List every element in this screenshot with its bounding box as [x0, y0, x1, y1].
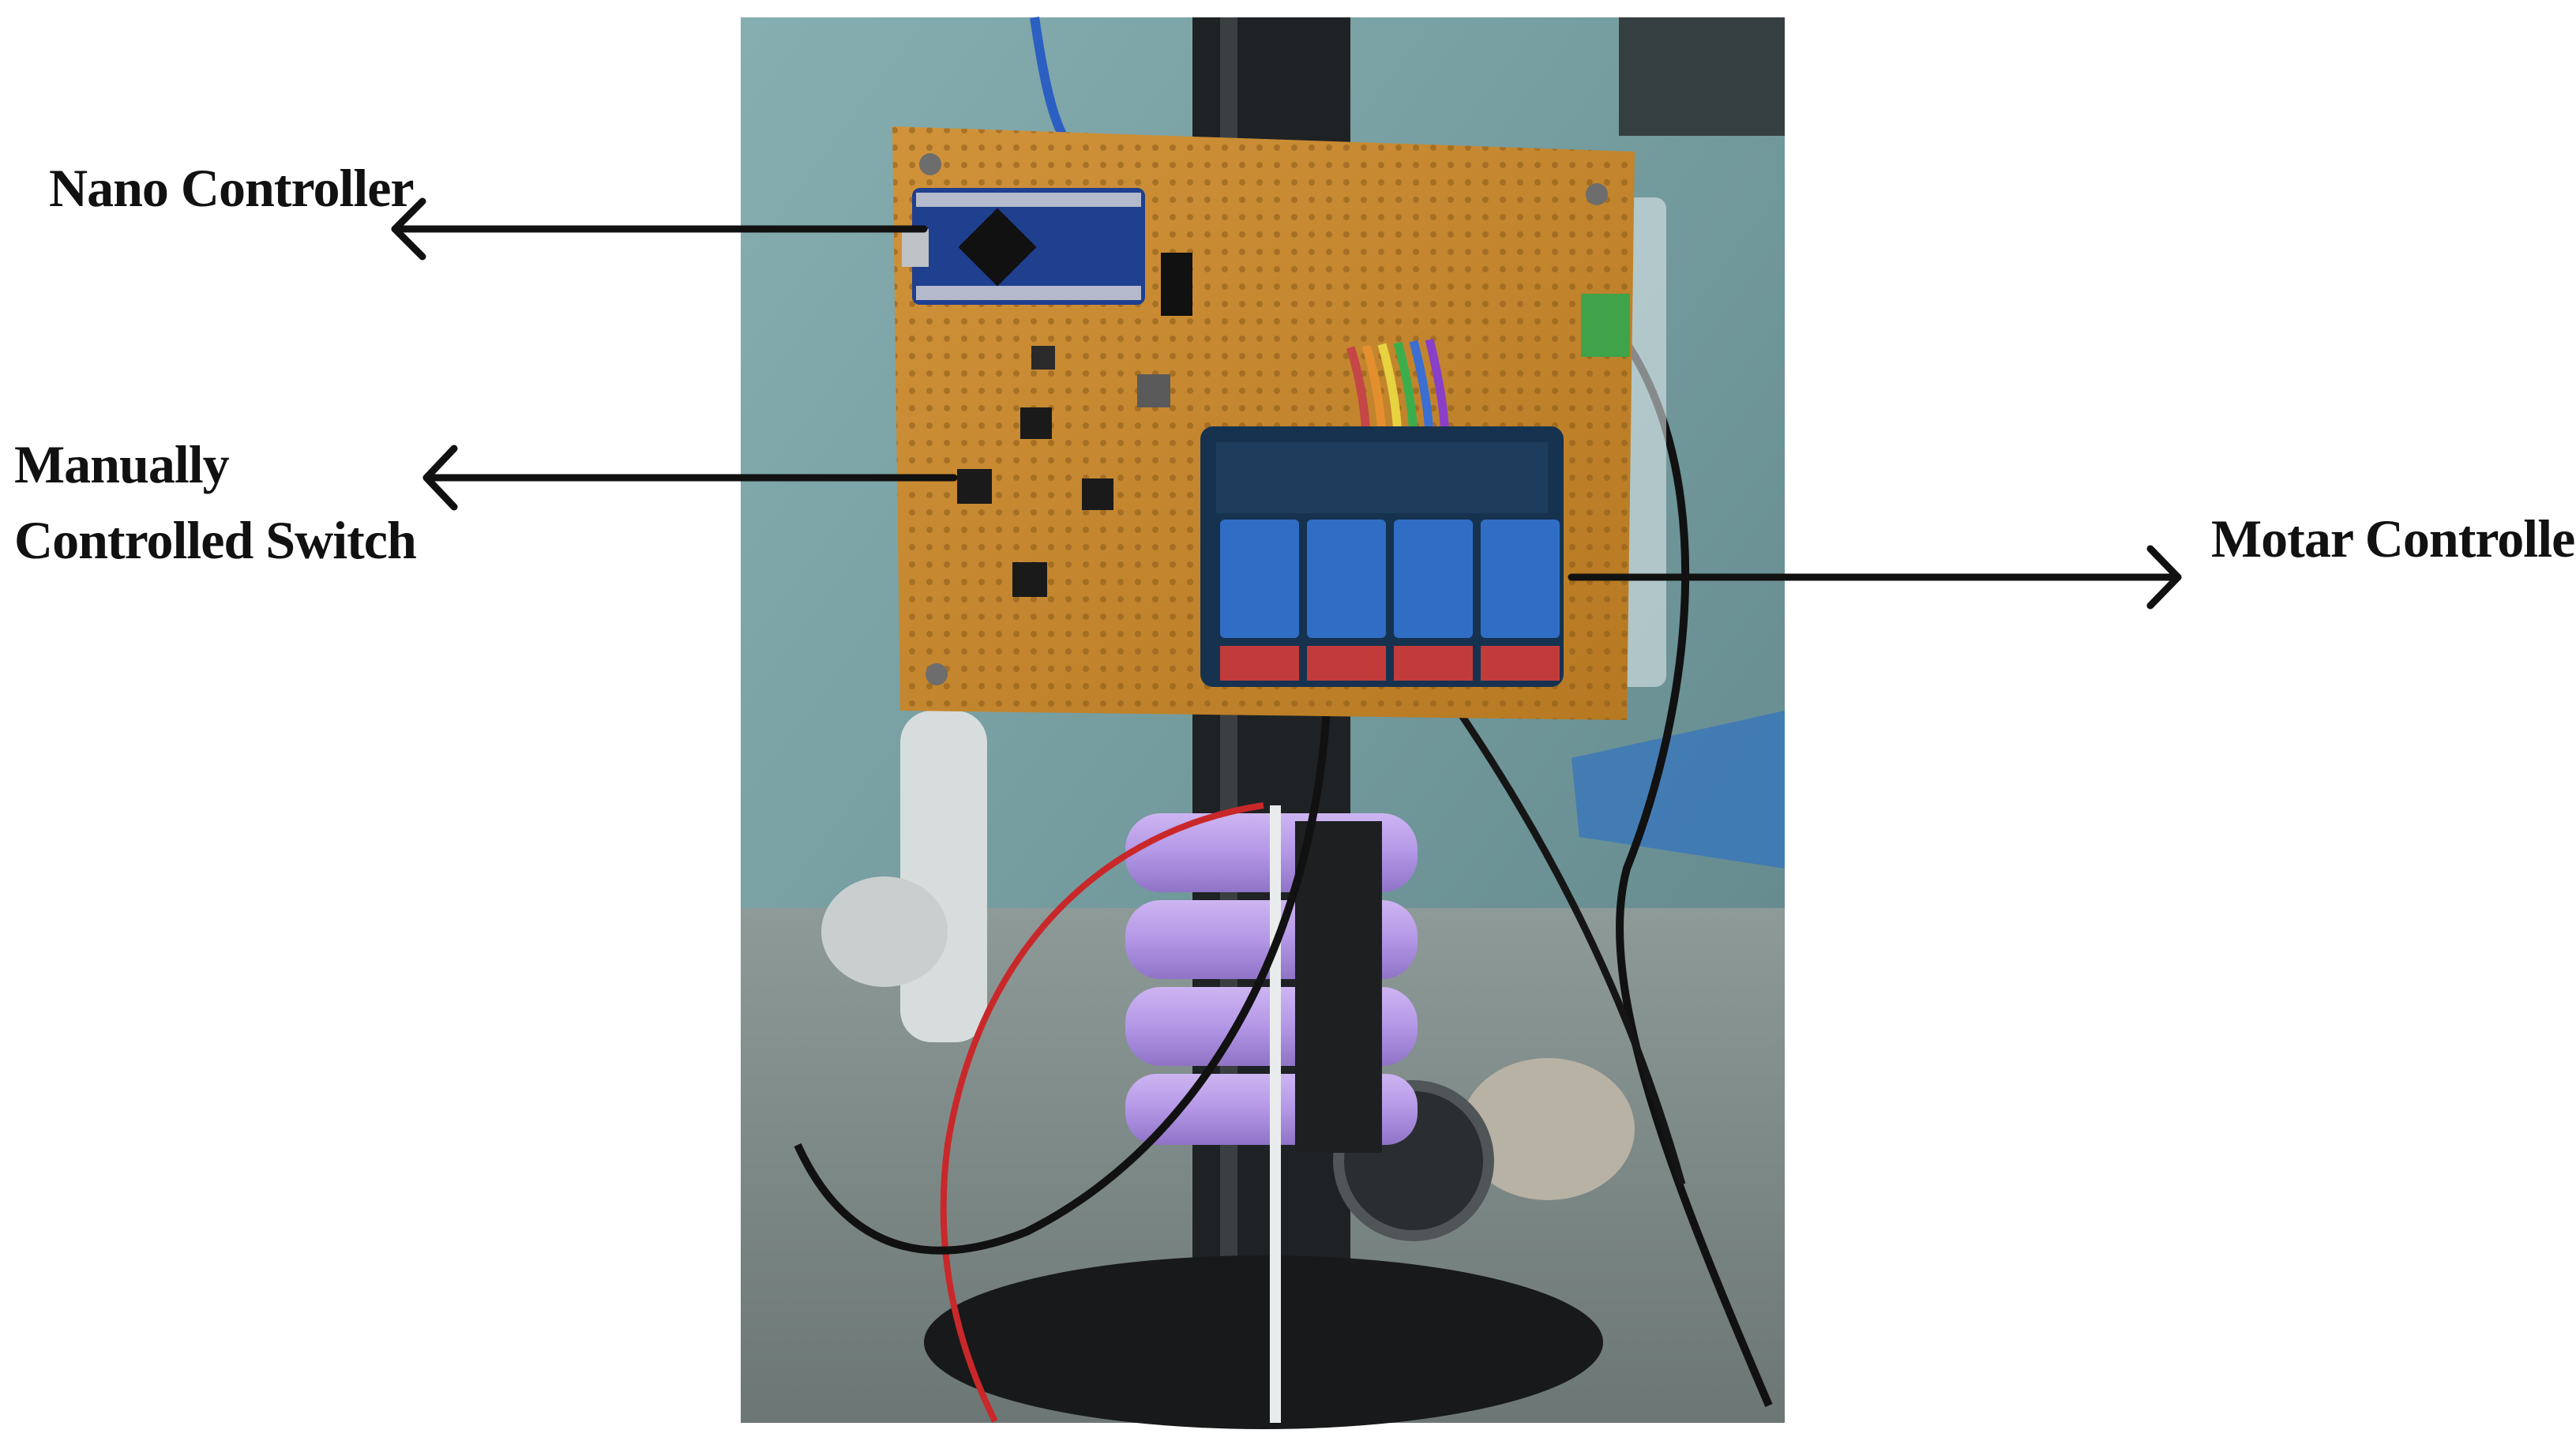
label-manual-line1: Manually — [14, 434, 230, 494]
annotation-arrows — [391, 197, 2182, 610]
photo-blue-ledge — [1572, 711, 1785, 869]
label-manually-controlled-switch: Manually Controlled Switch — [14, 426, 417, 578]
nano-board — [902, 188, 1192, 316]
relay-module — [1200, 426, 1564, 687]
photo-base-plate — [924, 1255, 1603, 1429]
wire-blue-top — [1030, 17, 1067, 137]
arrow-manual-switch — [422, 445, 958, 511]
label-motor-controller: Motar Controller — [2211, 508, 2576, 569]
photo-motor-right — [1461, 1058, 1635, 1200]
wire-red-left — [940, 802, 1264, 1423]
photograph — [741, 17, 1785, 1429]
label-nano-controller: Nano Controller — [49, 158, 415, 218]
terminal-block — [1581, 294, 1630, 357]
arrow-motor-controller — [1568, 545, 2182, 610]
label-manual-line2: Controlled Switch — [14, 510, 417, 570]
wire-black-center — [1450, 700, 1686, 1186]
wire-black-left — [794, 710, 1331, 1255]
arrow-nano-controller — [391, 197, 928, 261]
photo-motor-left — [821, 876, 948, 987]
photo-right-frame-bar — [1619, 17, 1785, 136]
wire-black-right — [1615, 329, 1773, 1407]
photo-white-pipe — [900, 711, 987, 1042]
photo-cable-tie — [1270, 805, 1281, 1423]
push-buttons — [957, 346, 1170, 597]
